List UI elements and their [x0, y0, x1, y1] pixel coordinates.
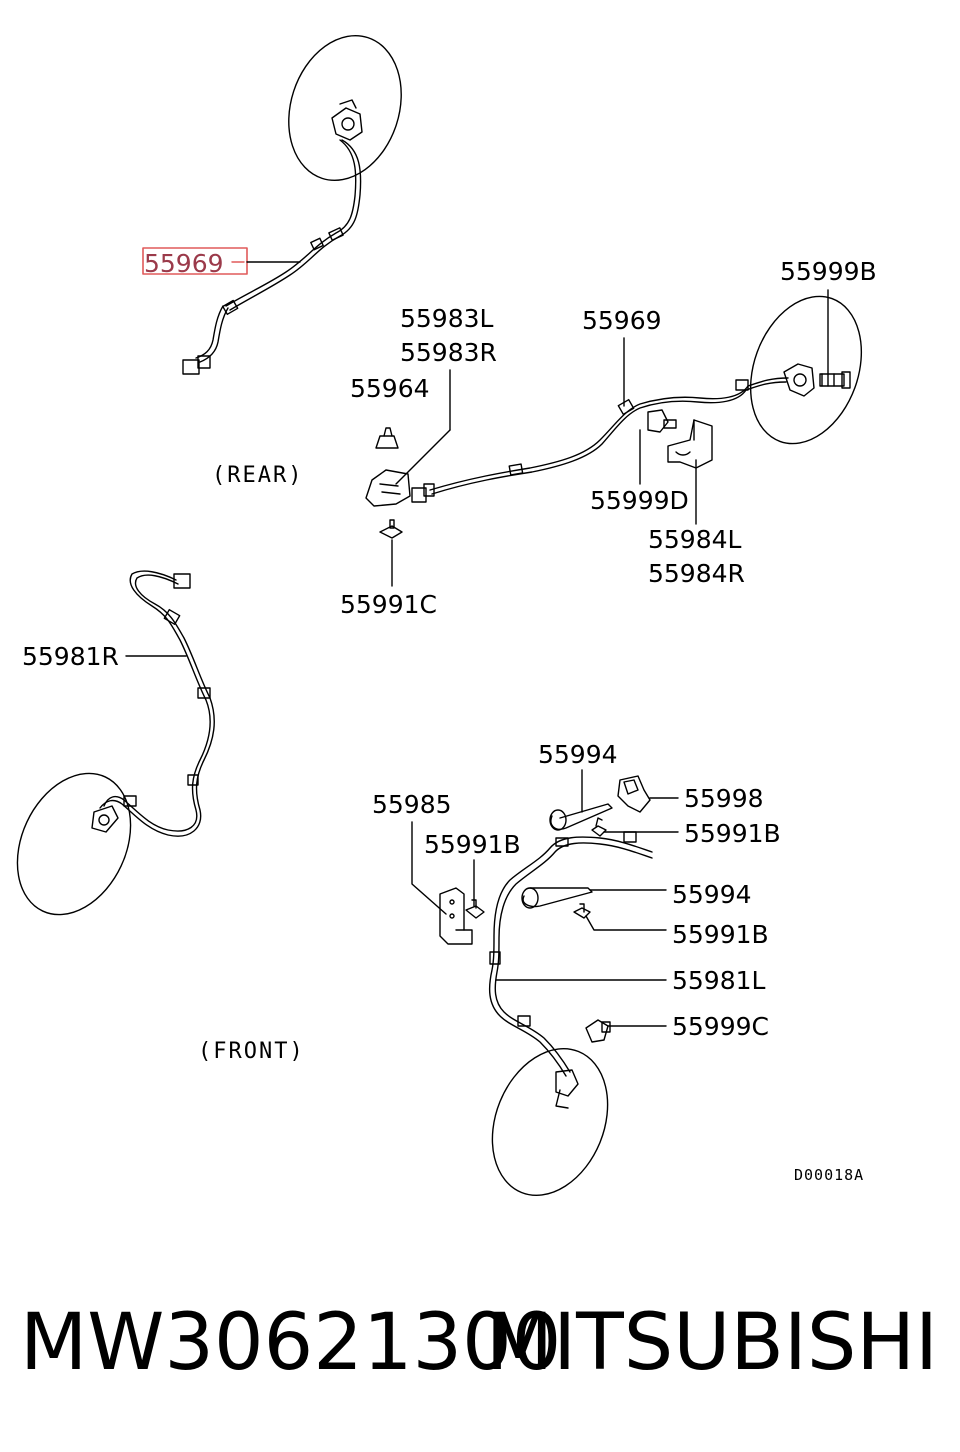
rear-wheel-hub-top — [288, 34, 402, 182]
label-55984R[interactable]: 55984R — [648, 559, 745, 588]
label-55983R[interactable]: 55983R — [400, 338, 497, 367]
label-55985[interactable]: 55985 — [372, 790, 452, 819]
bolt-55991B-b — [465, 899, 485, 919]
cable-55969-rear — [429, 377, 789, 491]
bolt-55999C — [585, 1019, 611, 1043]
cable-55981L — [488, 836, 653, 1077]
rear-sensor-top — [331, 99, 363, 141]
bracket-55985 — [439, 887, 473, 945]
label-55991B-b[interactable]: 55991B — [424, 830, 521, 859]
highlight-box — [142, 247, 248, 275]
connector-rear-cable — [411, 483, 435, 503]
bolt-55991B-c — [573, 903, 591, 919]
cable-55981R — [103, 570, 211, 832]
label-55999B[interactable]: 55999B — [780, 257, 877, 286]
rear-sensor-right — [783, 363, 815, 397]
cable-55969-top — [229, 139, 362, 311]
label-55991B-c[interactable]: 55991B — [672, 920, 769, 949]
label-55999D[interactable]: 55999D — [590, 486, 689, 515]
bolt-55991B-a — [591, 817, 607, 837]
label-55991C[interactable]: 55991C — [340, 590, 437, 619]
front-wheel-hub-right — [491, 1047, 609, 1197]
bracket-55984 — [667, 419, 713, 469]
leader-55985 — [411, 821, 447, 915]
caption-rear: (REAR) — [212, 463, 303, 488]
connector-55998 — [617, 775, 651, 813]
rear-wheel-hub-right — [749, 295, 863, 445]
label-55983L[interactable]: 55983L — [400, 304, 494, 333]
clip-55964 — [375, 427, 399, 449]
leader-55991B-c — [585, 915, 667, 931]
label-55964[interactable]: 55964 — [350, 374, 430, 403]
label-55981R[interactable]: 55981R — [22, 642, 119, 671]
label-55998[interactable]: 55998 — [684, 784, 764, 813]
bolt-55991C — [379, 519, 403, 539]
cable-55969-tail — [199, 307, 229, 363]
label-55969-highlighted[interactable]: 55969 — [144, 249, 224, 278]
label-55969[interactable]: 55969 — [582, 306, 662, 335]
label-55991B-a[interactable]: 55991B — [684, 819, 781, 848]
label-55994-mid[interactable]: 55994 — [672, 880, 752, 909]
clamp-55994-top — [549, 803, 613, 831]
front-wheel-hub-left — [16, 772, 132, 916]
clamp-55994-mid — [521, 887, 593, 909]
diagram-code: D00018A — [794, 1166, 864, 1184]
label-55999C[interactable]: 55999C — [672, 1012, 769, 1041]
bracket-55983 — [365, 469, 411, 507]
label-55984L[interactable]: 55984L — [648, 525, 742, 554]
bolt-55999D — [647, 409, 677, 433]
front-sensor-left — [91, 805, 119, 833]
caption-front: (FRONT) — [198, 1039, 305, 1064]
bolt-55999B — [819, 371, 851, 389]
front-sensor-right — [555, 1069, 579, 1109]
connector-55969 — [182, 355, 211, 375]
brand-name: MITSUBISHI — [485, 1298, 938, 1388]
part-number: MW30621300 — [20, 1298, 562, 1388]
label-55994-top[interactable]: 55994 — [538, 740, 618, 769]
label-55981L[interactable]: 55981L — [672, 966, 766, 995]
